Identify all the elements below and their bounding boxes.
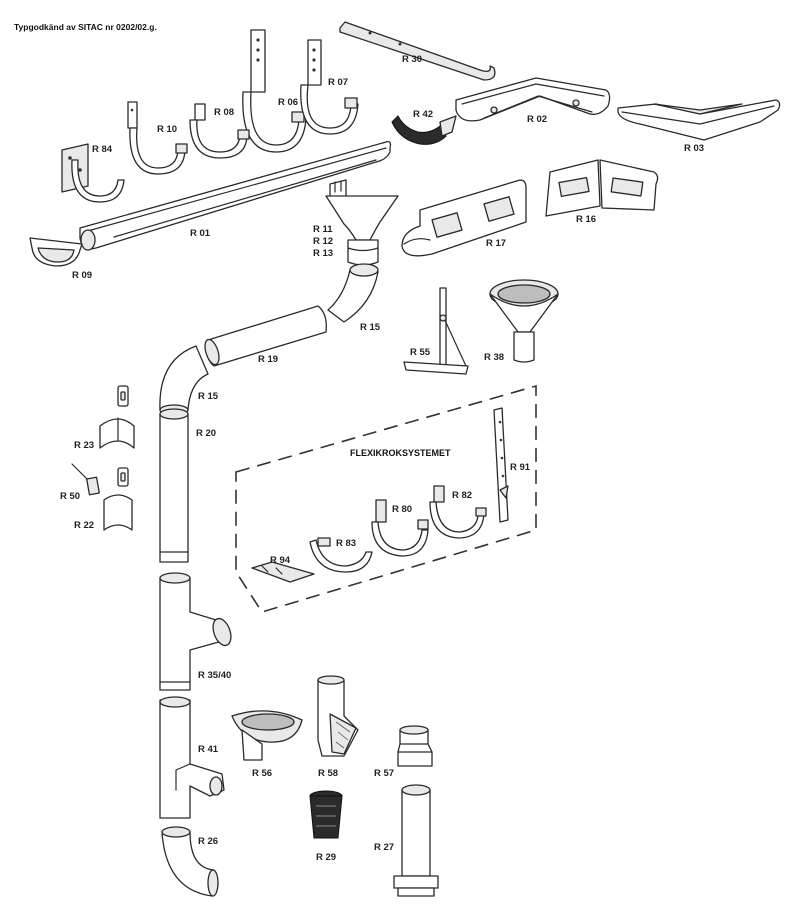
label-r01: R 01 (190, 228, 211, 239)
label-r07: R 07 (328, 77, 348, 88)
label-r20: R 20 (196, 428, 216, 439)
part-r83-hook (309, 537, 373, 573)
part-r19-pipe (204, 305, 327, 367)
part-r29-grate (309, 790, 343, 839)
part-r91-bar (493, 407, 509, 523)
part-r15-elbow-left (159, 345, 209, 416)
part-r23-clamp (99, 385, 135, 449)
part-r41-diverter (159, 696, 225, 819)
label-r42: R 42 (413, 109, 433, 120)
label-r38: R 38 (484, 352, 504, 363)
label-r15-left: R 15 (198, 391, 219, 402)
part-r38-funnel (489, 279, 559, 363)
part-r42-inner-piece (391, 115, 457, 145)
part-r50-spike (71, 463, 100, 496)
part-r22-clamp (103, 467, 133, 531)
part-r20-downpipe (159, 408, 189, 563)
label-r16: R 16 (576, 214, 596, 225)
label-r29: R 29 (316, 852, 336, 863)
label-r19: R 19 (258, 354, 278, 365)
part-r01-gutter (79, 140, 392, 251)
label-r57: R 57 (374, 768, 394, 779)
label-r12: R 12 (313, 236, 333, 247)
label-r83: R 83 (336, 538, 356, 549)
label-r03: R 03 (684, 143, 704, 154)
part-r56-hopper (231, 710, 303, 761)
part-r35-branch (159, 572, 232, 691)
part-r16-corner-connector (545, 159, 659, 217)
part-r06-hook (242, 29, 307, 153)
flexikrok-group-box (235, 384, 537, 613)
label-r84: R 84 (92, 144, 113, 155)
part-r30-strap (339, 21, 496, 81)
label-r94: R 94 (270, 555, 291, 566)
part-r10-hook (127, 101, 188, 175)
label-r58: R 58 (318, 768, 338, 779)
label-r06: R 06 (278, 97, 298, 108)
part-r08-hook (189, 103, 250, 159)
part-r84-hook (61, 143, 125, 203)
part-r94-plate (251, 561, 315, 583)
label-r30: R 30 (402, 54, 422, 65)
part-r15-elbow-top (327, 263, 379, 323)
part-r80-hook (371, 499, 429, 557)
label-r02: R 02 (527, 114, 547, 125)
part-r27-pipe-flange (393, 784, 439, 897)
label-r09: R 09 (72, 270, 92, 281)
label-r08: R 08 (214, 107, 234, 118)
part-r58-collector (317, 675, 359, 757)
label-r27: R 27 (374, 842, 394, 853)
part-r26-elbow-bottom (161, 826, 219, 897)
approval-header: Typgodkänd av SITAC nr 0202/02.g. (14, 22, 157, 32)
part-r82-hook (429, 485, 487, 539)
label-r10: R 10 (157, 124, 177, 135)
part-r11-outlet (325, 179, 399, 266)
part-r07-hook (300, 39, 359, 135)
flexikrok-title: FLEXIKROKSYSTEMET (350, 448, 451, 458)
label-r50: R 50 (60, 491, 80, 502)
part-r57-reducer (397, 725, 433, 767)
part-r09-endcap (29, 237, 83, 267)
part-r17-gutter-connector (401, 179, 527, 257)
label-r22: R 22 (74, 520, 94, 531)
label-r15-top: R 15 (360, 322, 381, 333)
label-r26: R 26 (198, 836, 218, 847)
label-r35: R 35/40 (198, 670, 231, 681)
label-r91: R 91 (510, 462, 531, 473)
label-r11: R 11 (313, 224, 333, 235)
label-r17: R 17 (486, 238, 506, 249)
part-r55-bracket (403, 287, 469, 375)
part-r03-corner (617, 99, 781, 141)
label-r23: R 23 (74, 440, 94, 451)
label-r55: R 55 (410, 347, 431, 358)
label-r13: R 13 (313, 248, 333, 259)
label-r80: R 80 (392, 504, 412, 515)
label-r41: R 41 (198, 744, 219, 755)
label-r56: R 56 (252, 768, 272, 779)
label-r82: R 82 (452, 490, 472, 501)
part-r02-corner (455, 77, 611, 122)
